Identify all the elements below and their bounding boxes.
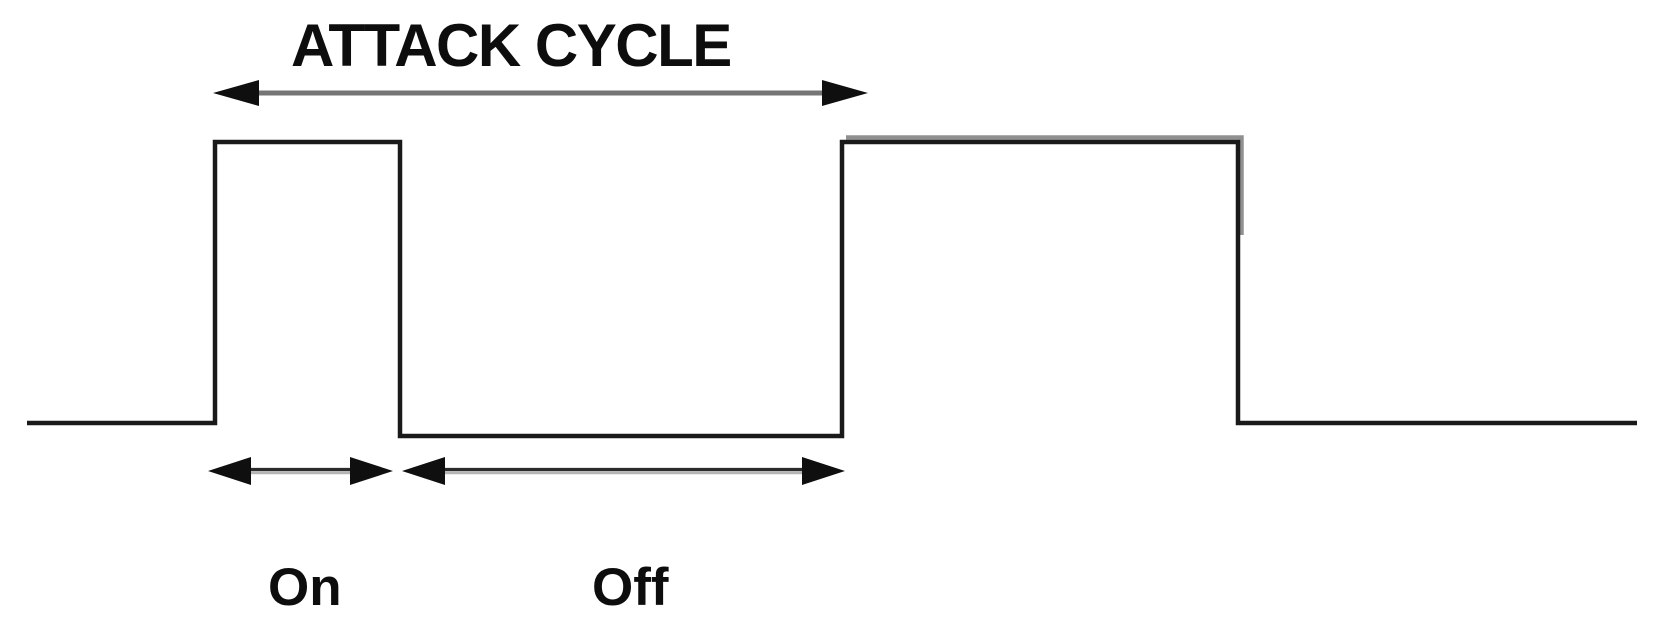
arrowhead-left-icon bbox=[402, 457, 445, 485]
waveform-path bbox=[27, 139, 1637, 439]
arrowhead-right-icon bbox=[822, 80, 868, 106]
arrowhead-right-icon bbox=[350, 457, 393, 485]
arrowhead-left-icon bbox=[208, 457, 251, 485]
diagram-title: ATTACK CYCLE bbox=[291, 12, 732, 79]
off-label: Off bbox=[592, 558, 669, 617]
off-duration-arrow bbox=[402, 457, 845, 485]
attack-cycle-arrow bbox=[213, 80, 868, 106]
arrowhead-right-icon bbox=[802, 457, 845, 485]
on-duration-arrow bbox=[208, 457, 393, 485]
pulse2-shadow-line bbox=[846, 135, 1244, 235]
arrowhead-left-icon bbox=[213, 80, 259, 106]
on-label: On bbox=[268, 558, 342, 617]
